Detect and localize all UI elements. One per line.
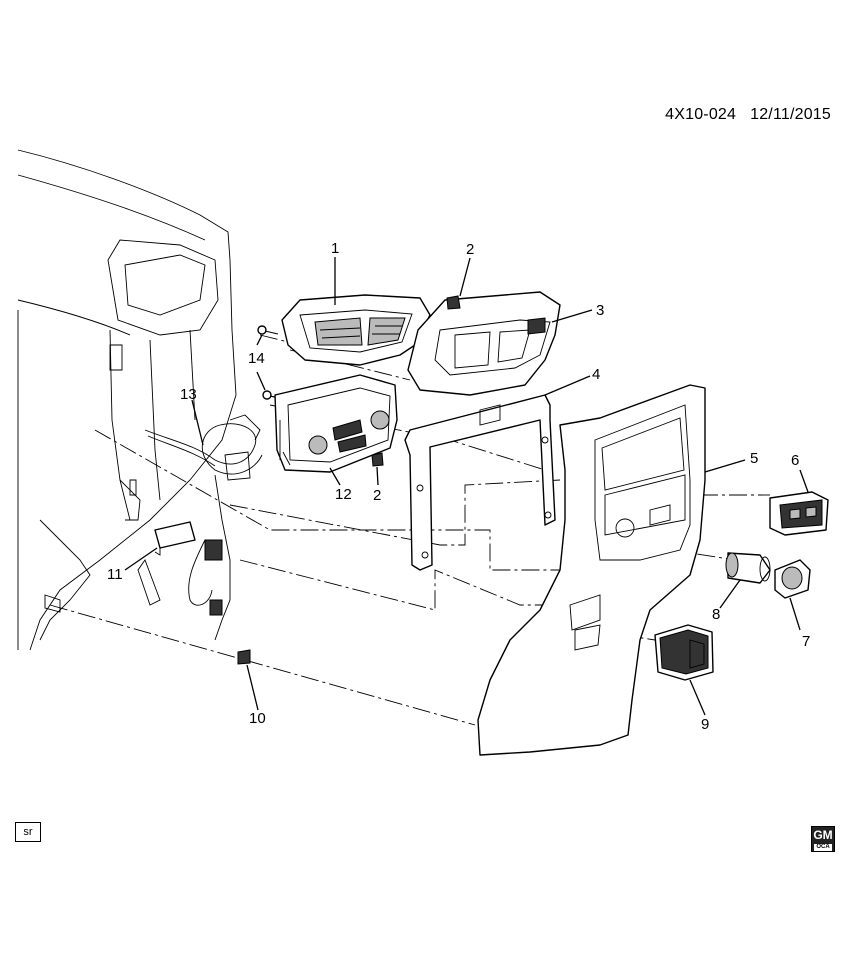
callout-14: 14 — [248, 350, 265, 367]
callout-13: 13 — [180, 386, 197, 403]
part-11-connector — [154, 521, 196, 556]
part-8-power-outlet-socket — [725, 552, 771, 584]
callout-8: 8 — [712, 606, 721, 623]
callout-5: 5 — [750, 450, 759, 467]
part-2-clip-upper — [446, 295, 461, 310]
part-6-usb-port — [769, 491, 829, 536]
seat-console-outline — [17, 149, 237, 651]
callout-10: 10 — [249, 710, 266, 727]
gm-logo-text: GM — [813, 828, 833, 842]
leader-lines — [124, 257, 809, 716]
part-2-clip-lower — [371, 452, 384, 467]
part-10-clip — [237, 649, 251, 665]
callout-7: 7 — [802, 633, 811, 650]
part-9-receptacle — [654, 624, 714, 681]
callout-11: 11 — [107, 566, 123, 583]
part-12-control-module — [274, 374, 398, 473]
gm-logo: GM OCA — [811, 826, 835, 852]
callout-2-upper: 2 — [466, 241, 475, 258]
part-5-console-end-panel — [477, 384, 706, 756]
diagram-id: 4X10-024 — [665, 106, 737, 123]
callout-1: 1 — [331, 240, 340, 257]
callout-12: 12 — [335, 486, 352, 503]
sr-label-box: sr — [15, 822, 41, 842]
diagram-id-and-date: 4X10-024 12/11/2015 — [665, 106, 831, 124]
part-3-outlet-bezel — [407, 291, 561, 396]
callout-6: 6 — [791, 452, 800, 469]
part-13-wiring-harness — [144, 414, 263, 641]
gm-logo-subtext: OCA — [814, 844, 832, 851]
callout-2-lower: 2 — [373, 487, 382, 504]
diagram-date: 12/11/2015 — [750, 106, 831, 123]
part-4-bracket — [404, 394, 556, 571]
callout-3: 3 — [596, 302, 605, 319]
callout-4: 4 — [592, 366, 601, 383]
callout-9: 9 — [701, 716, 710, 733]
part-1-air-outlet — [281, 294, 431, 366]
part-7-outlet-cap — [774, 559, 811, 599]
